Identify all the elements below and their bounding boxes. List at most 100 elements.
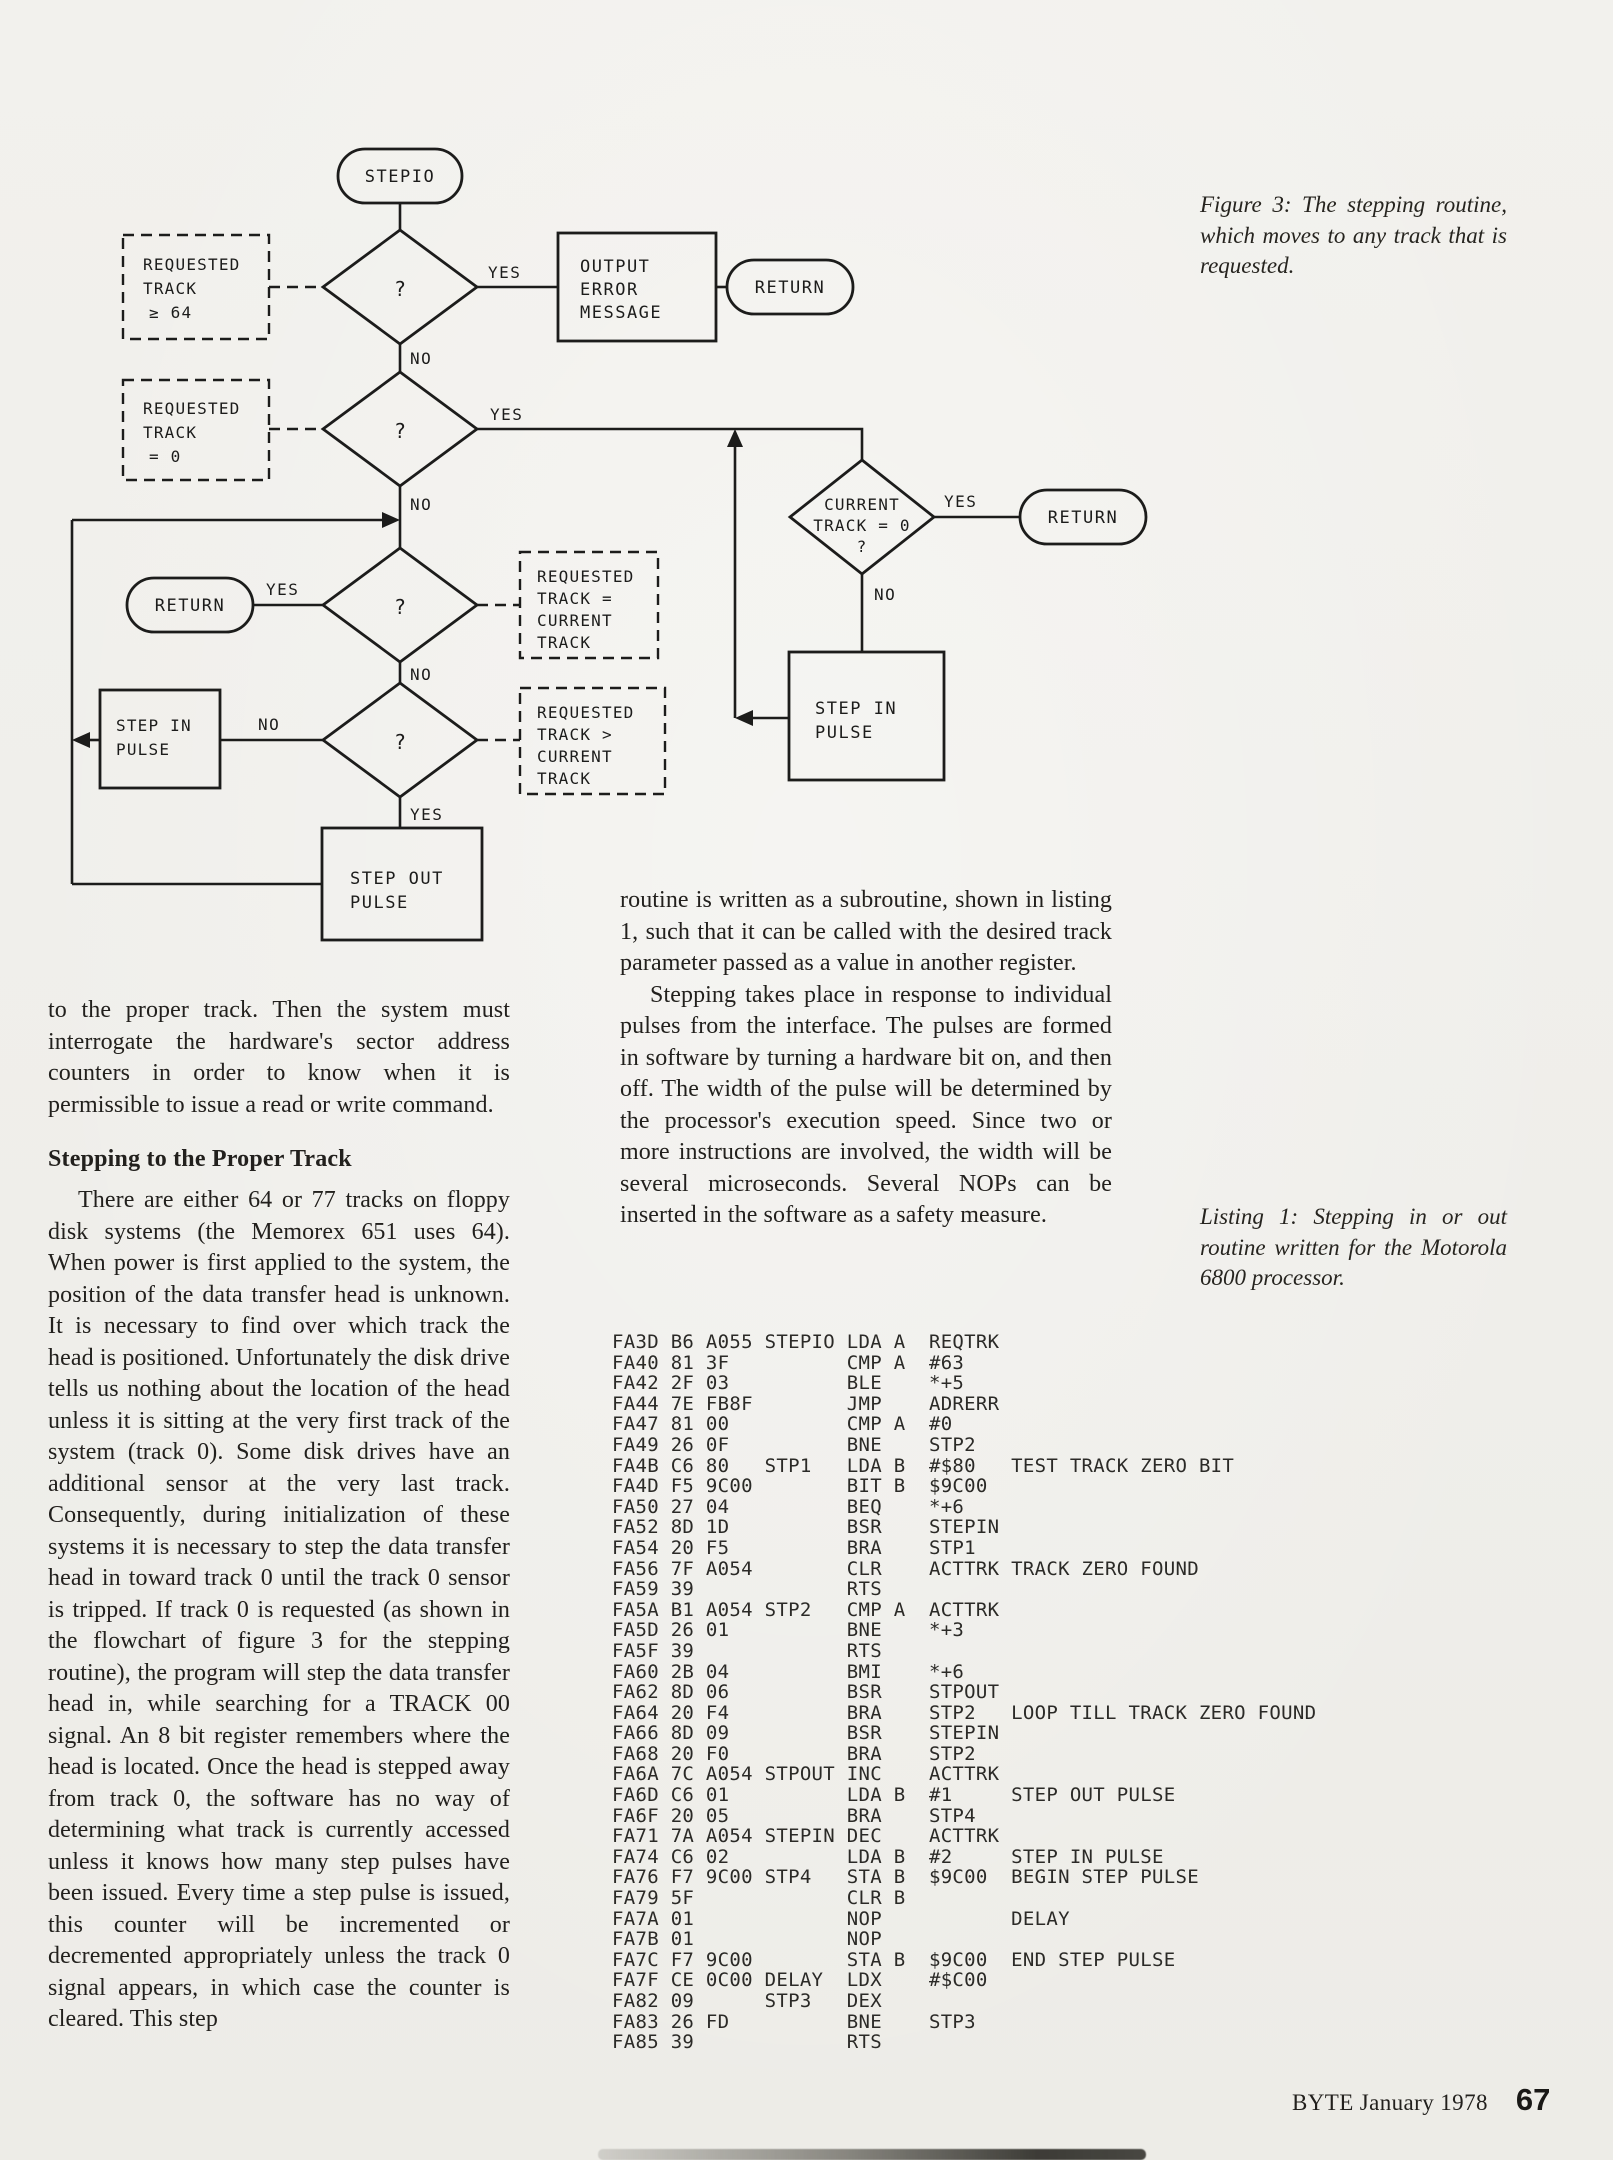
annotation-line: CURRENT [537, 747, 613, 766]
output-error-line1: OUTPUT [580, 257, 650, 277]
flowchart-annotation-req-ge-64: REQUESTED TRACK ≥ 64 [121, 233, 271, 341]
right-column: routine is written as a subroutine, show… [620, 885, 1112, 1232]
step-out-line1: STEP OUT [350, 869, 444, 889]
step-in-line2: PULSE [116, 740, 170, 759]
annotation-line: CURRENT [537, 611, 613, 630]
listing-line: FA42 2F 03 BLE *+5 [612, 1372, 965, 1395]
question-mark: ? [394, 277, 406, 301]
step-in-line1: STEP IN [116, 716, 192, 735]
right-paragraph-1: routine is written as a subroutine, show… [620, 887, 1112, 976]
flowchart-node-step-in-pulse-left: STEP IN PULSE [98, 688, 222, 790]
listing-line: FA7F CE 0C00 DELAY LDX #$C00 [612, 1969, 988, 1992]
listing-line: FA6F 20 05 BRA STP4 [612, 1804, 976, 1827]
listing-line: FA59 39 RTS [612, 1578, 882, 1601]
page-number: 67 [1515, 2082, 1551, 2117]
question-mark: ? [394, 419, 406, 443]
yes-label: YES [488, 263, 521, 282]
question-mark: ? [394, 730, 406, 754]
listing-line: FA5D 26 01 BNE *+3 [612, 1619, 965, 1642]
flowchart-figure-3: YES NO YES NO YES NO YES NO NO YES STEPI… [70, 147, 1148, 942]
flowchart-decision-track-eq-0: ? [320, 370, 480, 488]
left-paragraph-1: to the proper track. Then the system mus… [48, 997, 510, 1118]
listing-line: FA49 26 0F BNE STP2 [612, 1433, 976, 1456]
listing-line: FA71 7A A054 STEPIN DEC ACTTRK [612, 1825, 1000, 1848]
listing-line: FA7C F7 9C00 STA B $9C00 END STEP PULSE [612, 1948, 1176, 1971]
listing-line: FA79 5F CLR B [612, 1887, 906, 1910]
flowchart-node-output-error-message: OUTPUT ERROR MESSAGE [556, 231, 718, 343]
listing-line: FA5F 39 RTS [612, 1639, 882, 1662]
no-label: NO [874, 585, 896, 604]
left-paragraph-2: There are either 64 or 77 tracks on flop… [48, 1187, 510, 2032]
annotation-line: REQUESTED [143, 399, 241, 418]
annotation-line: ≥ 64 [149, 303, 192, 322]
flowchart-node-step-in-pulse-right: STEP IN PULSE [787, 650, 946, 782]
listing-line: FA7A 01 NOP DELAY [612, 1907, 1070, 1930]
listing-line: FA68 20 F0 BRA STP2 [612, 1742, 976, 1765]
question-mark: ? [394, 595, 406, 619]
listing-line: FA60 2B 04 BMI *+6 [612, 1660, 965, 1683]
arrowhead-left-stepin-left [72, 732, 90, 748]
right-paragraph-2: Stepping takes place in response to indi… [620, 981, 1112, 1229]
flowchart-node-return-left: RETURN [125, 576, 255, 634]
listing-line: FA5A B1 A054 STP2 CMP A ACTTRK [612, 1598, 1000, 1621]
listing-1-caption: Listing 1: Stepping in or out routine wr… [1200, 1204, 1507, 1290]
annotation-line: TRACK > [537, 725, 613, 744]
listing-line: FA82 09 STP3 DEX [612, 1990, 882, 2012]
listing-line: FA74 C6 02 LDA B #2 STEP IN PULSE [612, 1845, 1164, 1868]
step-in-line2: PULSE [815, 723, 874, 743]
annotation-line: REQUESTED [143, 255, 241, 274]
yes-label: YES [944, 492, 977, 511]
scan-artifact-bar [598, 2149, 1146, 2160]
return-label: RETURN [1048, 508, 1118, 528]
flowchart-decision-current-track-0: CURRENT TRACK = 0 ? [787, 458, 937, 576]
arrowhead-right-loop-merge [382, 512, 400, 528]
arrowhead-left-stepin-right [735, 710, 753, 726]
listing-line: FA52 8D 1D BSR STEPIN [612, 1516, 1000, 1539]
annotation-line: TRACK [143, 423, 197, 442]
figure-3-caption: Figure 3: The stepping routine, which mo… [1200, 192, 1507, 278]
flowchart-node-return-top: RETURN [725, 258, 855, 316]
listing-line: FA40 81 3F CMP A #63 [612, 1351, 965, 1374]
annotation-line: TRACK [143, 279, 197, 298]
annotation-line: TRACK = [537, 589, 613, 608]
listing-line: FA47 81 00 CMP A #0 [612, 1413, 953, 1436]
arrowhead-up-loop-merge [727, 429, 743, 447]
listing-line: FA7B 01 NOP [612, 1928, 882, 1951]
flowchart-connectors [70, 203, 1020, 886]
section-heading: Stepping to the Proper Track [48, 1146, 352, 1172]
yes-label: YES [490, 405, 523, 424]
listing-line: FA85 39 RTS [612, 2031, 882, 2054]
listing-line: FA83 26 FD BNE STP3 [612, 2010, 976, 2033]
step-in-line1: STEP IN [815, 699, 897, 719]
listing-line: FA6A 7C A054 STPOUT INC ACTTRK [612, 1763, 1000, 1786]
output-error-line2: ERROR [580, 280, 639, 300]
listing-line: FA64 20 F4 BRA STP2 LOOP TILL TRACK ZERO… [612, 1701, 1317, 1724]
annotation-line: TRACK [537, 769, 591, 788]
flowchart-annotation-req-eq-current: REQUESTED TRACK = CURRENT TRACK [518, 550, 660, 660]
flowchart-decision-req-gt-current: ? [320, 681, 480, 799]
listing-line: FA4B C6 80 STP1 LDA B #$80 TEST TRACK ZE… [612, 1454, 1235, 1477]
no-label: NO [258, 715, 280, 734]
flowchart-node-step-out-pulse: STEP OUT PULSE [320, 826, 484, 942]
return-label: RETURN [155, 596, 225, 616]
annotation-line: REQUESTED [537, 703, 635, 722]
current-track-line3: ? [857, 537, 868, 556]
flowchart-branch-labels: YES NO YES NO YES NO YES NO NO YES [258, 263, 977, 824]
flowchart-decision-track-ge-64: ? [320, 228, 480, 346]
listing-line: FA54 20 F5 BRA STP1 [612, 1536, 976, 1559]
flowchart-annotation-req-eq-0: REQUESTED TRACK = 0 [121, 378, 271, 482]
annotation-line: = 0 [149, 447, 182, 466]
current-track-line2: TRACK = 0 [813, 516, 911, 535]
yes-label: YES [410, 805, 443, 824]
listing-line: FA50 27 04 BEQ *+6 [612, 1495, 965, 1518]
flowchart-decision-req-eq-current: ? [320, 546, 480, 664]
annotation-line: TRACK [537, 633, 591, 652]
no-label: NO [410, 665, 432, 684]
output-error-line3: MESSAGE [580, 303, 662, 323]
flowchart-annotation-req-gt-current: REQUESTED TRACK > CURRENT TRACK [518, 686, 667, 796]
listing-line: FA44 7E FB8F JMP ADRERR [612, 1392, 1000, 1415]
magazine-name: BYTE January 1978 [1292, 2090, 1488, 2115]
flowchart-node-return-right: RETURN [1018, 488, 1148, 546]
